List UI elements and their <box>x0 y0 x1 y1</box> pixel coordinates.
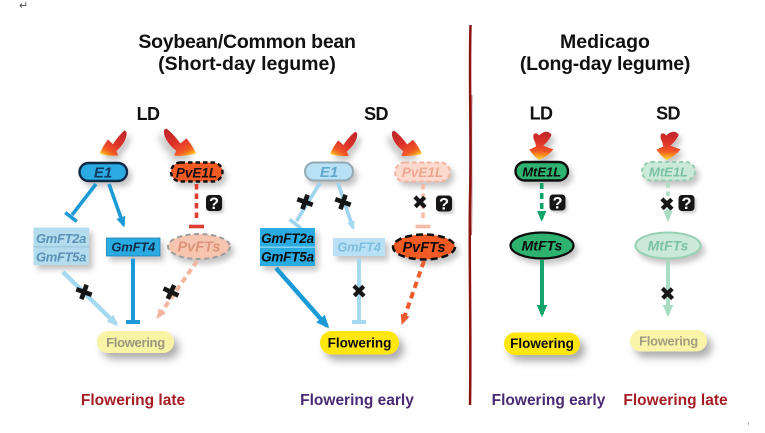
svg-text:GmFT4: GmFT4 <box>111 239 156 254</box>
svg-text:GmFT2a: GmFT2a <box>36 231 86 246</box>
svg-text:PvFTs: PvFTs <box>403 240 446 256</box>
svg-text:(Long-day legume): (Long-day legume) <box>520 53 690 75</box>
svg-text:GmFT2a: GmFT2a <box>261 231 315 246</box>
svg-text:Medicago: Medicago <box>560 31 650 53</box>
svg-text:GmFT5a: GmFT5a <box>261 250 315 265</box>
svg-text:E1: E1 <box>320 164 338 181</box>
svg-text:PvE1L: PvE1L <box>402 165 443 180</box>
svg-text:SD: SD <box>656 104 680 124</box>
svg-text:LD: LD <box>530 104 553 124</box>
svg-text:Flowering early: Flowering early <box>300 392 414 409</box>
svg-text:GmFT4: GmFT4 <box>337 239 382 254</box>
svg-text:MtE1L: MtE1L <box>522 165 561 180</box>
svg-text:(Short-day legume): (Short-day legume) <box>158 53 336 75</box>
svg-text:Flowering late: Flowering late <box>623 392 728 409</box>
svg-text:Flowering early: Flowering early <box>492 392 606 409</box>
svg-text:Flowering: Flowering <box>328 336 392 351</box>
svg-text:MtFTs: MtFTs <box>648 238 689 254</box>
svg-text:Soybean/Common bean: Soybean/Common bean <box>138 31 355 53</box>
svg-text:PvFTs: PvFTs <box>178 240 221 256</box>
svg-text:Flowering: Flowering <box>106 335 165 350</box>
svg-text:MtFTs: MtFTs <box>522 238 563 254</box>
svg-text:PvE1L: PvE1L <box>176 166 217 181</box>
svg-text:E1: E1 <box>94 165 112 182</box>
svg-text:Flowering late: Flowering late <box>81 392 186 409</box>
svg-text:SD: SD <box>364 104 388 124</box>
svg-text:,: , <box>747 416 750 427</box>
svg-text:Flowering: Flowering <box>510 336 574 351</box>
svg-text:GmFT5a: GmFT5a <box>36 249 86 264</box>
svg-text:Flowering: Flowering <box>639 333 698 348</box>
svg-text:LD: LD <box>137 104 160 124</box>
svg-text:↵: ↵ <box>19 0 28 12</box>
svg-text:MtE1L: MtE1L <box>649 165 688 180</box>
